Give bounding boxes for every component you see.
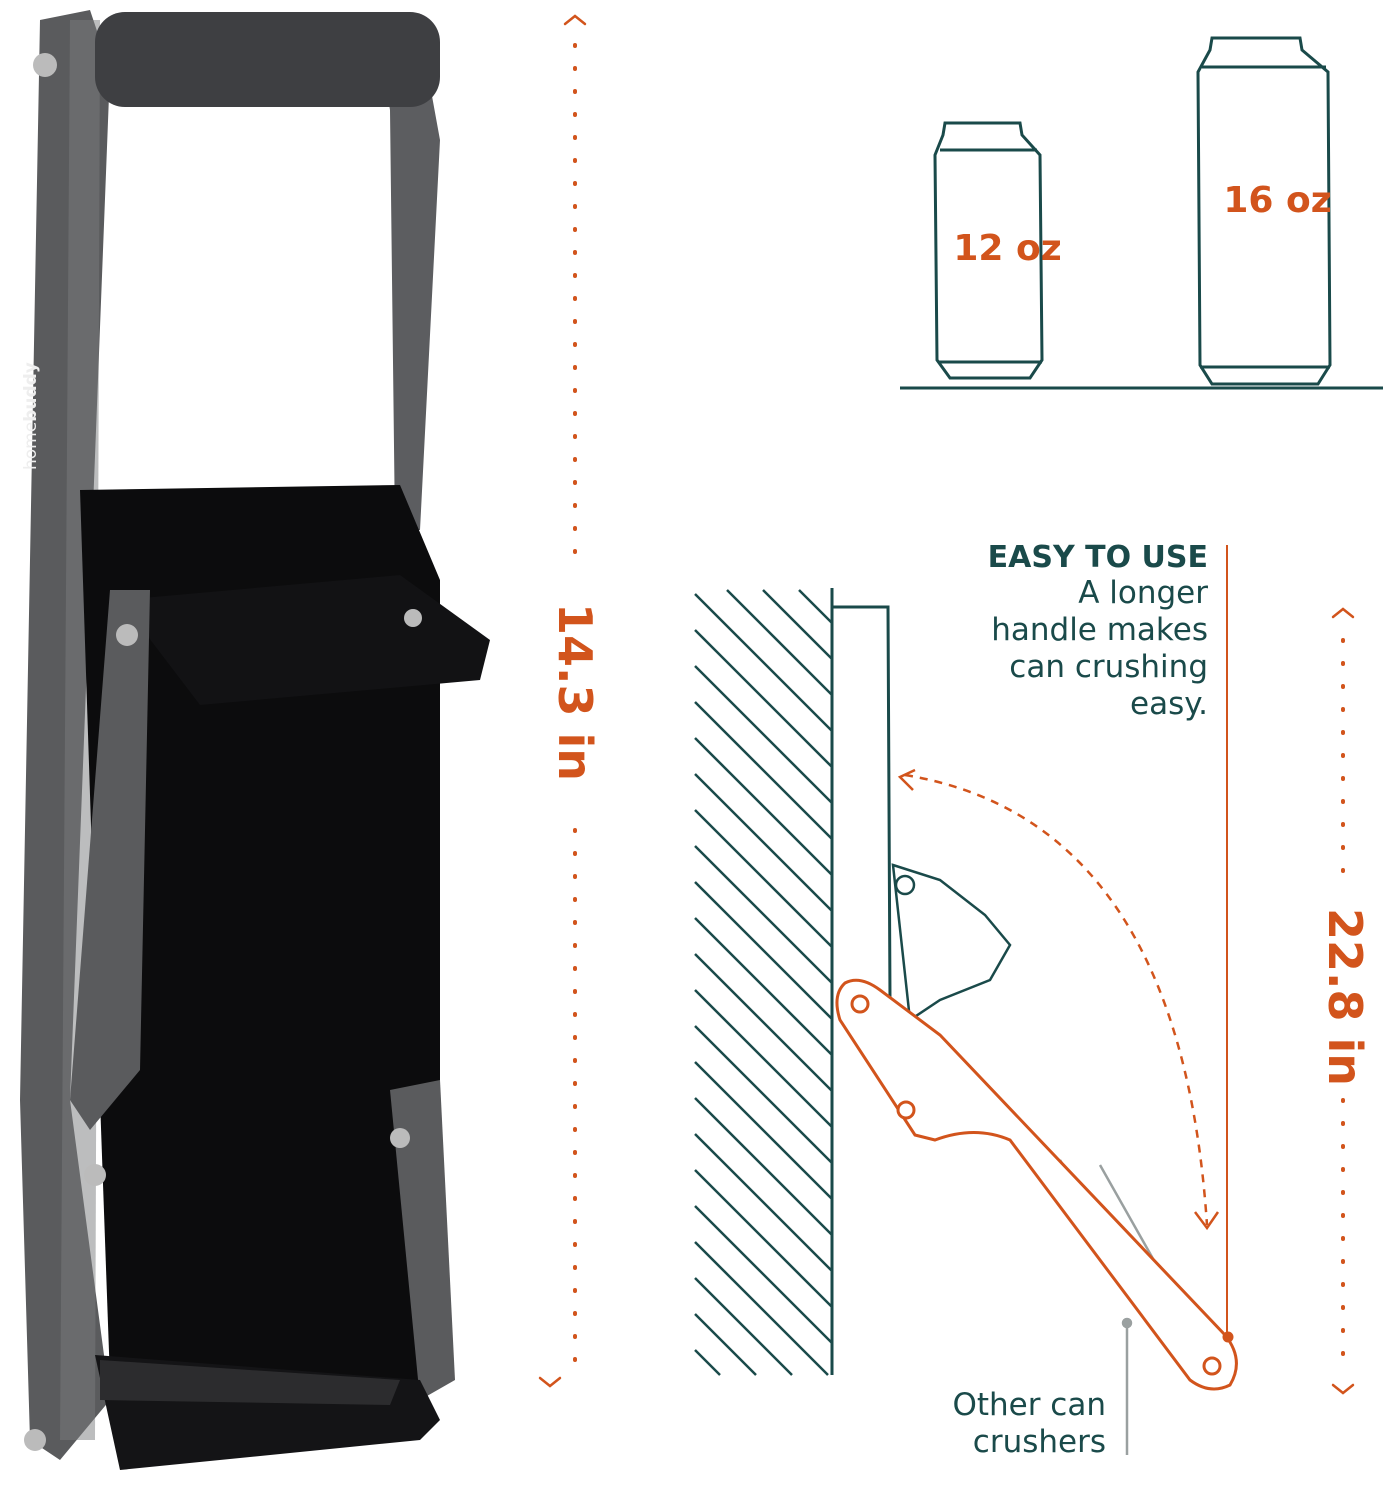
- wall-hatch-line: [762, 589, 833, 660]
- feature-callout: EASY TO USE A longer handle makes can cr…: [988, 540, 1208, 723]
- wall-hatch-line: [694, 1205, 833, 1344]
- comparison-note-line: Other can: [952, 1387, 1106, 1423]
- wall-hatch-line: [694, 1241, 829, 1376]
- can-crusher-photo: homebuddy: [20, 10, 490, 1470]
- comparison-note: Other can crushers: [952, 1387, 1106, 1461]
- wall-hatch-line: [694, 1277, 793, 1376]
- wall-hatch-line: [694, 773, 833, 912]
- feature-line: easy.: [1130, 686, 1208, 722]
- can-16oz: [1196, 36, 1332, 386]
- feature-line: can crushing: [1009, 649, 1208, 685]
- can-12oz: [933, 121, 1044, 380]
- wall-hatch-line: [694, 1061, 833, 1200]
- feature-line: handle makes: [991, 612, 1208, 648]
- feature-line: A longer: [1078, 575, 1208, 611]
- crushing-chute: [80, 485, 440, 1380]
- swing-arc-arrow: [897, 768, 1220, 1231]
- bolt-icon: [33, 53, 57, 77]
- handle-height-label: 22.8 in: [1318, 907, 1372, 1087]
- feature-heading: EASY TO USE: [987, 540, 1208, 575]
- wall-hatch-line: [694, 989, 833, 1128]
- wall-hatch-line: [694, 629, 833, 768]
- wall-hatch-line: [694, 593, 833, 732]
- product-height-label: 14.3 in: [548, 602, 602, 782]
- wall-hatch-line: [694, 1313, 757, 1376]
- wall-hatch-line: [694, 665, 833, 804]
- wall-hatch-line: [694, 1097, 833, 1236]
- wall-hatch-line: [694, 881, 833, 1020]
- handle-height-dimension: [1331, 607, 1355, 1395]
- wall-hatch-line: [798, 589, 833, 624]
- can-12oz-label: 12 oz: [953, 228, 1062, 269]
- wall-hatch-line: [694, 1169, 833, 1308]
- wall-hatch-line: [694, 845, 833, 984]
- wall-hatch-line: [694, 953, 833, 1092]
- product-height-dimension: [538, 14, 587, 1388]
- wall-hatch-line: [694, 1133, 833, 1272]
- wall-hatch-line: [694, 1025, 833, 1164]
- homebuddy-handle-outline: [835, 978, 1238, 1391]
- brand-logo: homebuddy: [21, 362, 41, 470]
- comparison-note-line: crushers: [972, 1424, 1106, 1460]
- wall-hatch-line: [694, 809, 833, 948]
- wall-hatch-line: [726, 589, 833, 696]
- wall-hatch-line: [694, 737, 833, 876]
- wall-hatch-line: [694, 701, 833, 840]
- wall-hatch-line: [694, 1349, 721, 1376]
- can-16oz-label: 16 oz: [1223, 180, 1332, 221]
- wall-hatch-line: [694, 917, 833, 1056]
- handle-grip: [95, 12, 440, 107]
- can-size-icons: [900, 36, 1383, 390]
